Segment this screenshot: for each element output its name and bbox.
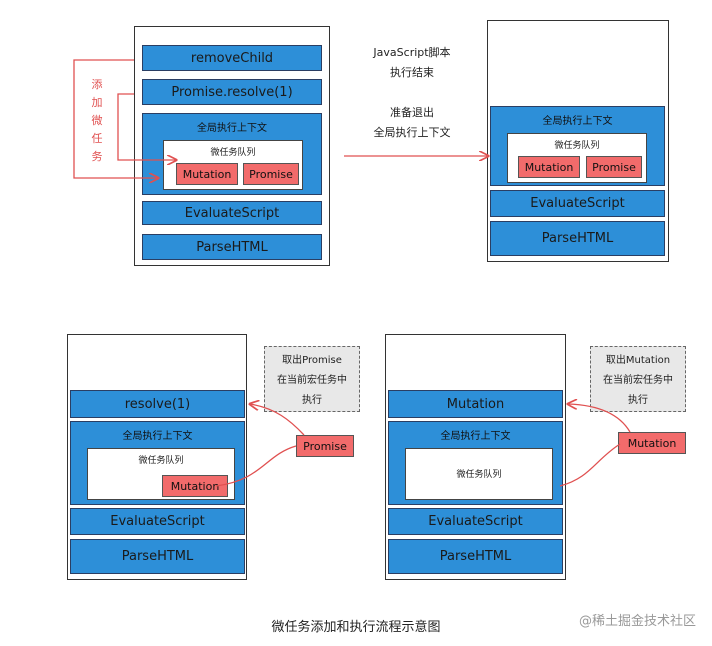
panel3-note: 取出Promise 在当前宏任务中 执行 <box>264 346 360 412</box>
panel3-tag-promise: Promise <box>296 435 354 457</box>
panel2-task-promise: Promise <box>586 156 642 178</box>
panel2-task-mutation: Mutation <box>518 156 580 178</box>
panel4-global-context-title: 全局执行上下文 <box>440 431 511 442</box>
panel1-task-promise: Promise <box>243 163 299 185</box>
panel2-microtask-queue: 微任务队列 Mutation Promise <box>507 133 647 183</box>
panel1-microtask-queue-title: 微任务队列 <box>210 148 256 158</box>
panel1-global-context: 全局执行上下文 微任务队列 Mutation Promise <box>142 113 322 195</box>
panel3-block-resolve: resolve(1) <box>70 390 245 418</box>
transition-line2: 执行结束 <box>390 66 434 79</box>
panel1-block-evaluatescript: EvaluateScript <box>142 201 322 225</box>
panel3-note-line3: 执行 <box>302 395 322 406</box>
panel1-block-promise-resolve: Promise.resolve(1) <box>142 79 322 105</box>
panel3-microtask-queue: 微任务队列 Mutation <box>87 448 235 500</box>
panel4-block-mutation: Mutation <box>388 390 563 418</box>
panel2-block-parsehtml: ParseHTML <box>490 221 665 256</box>
panel4-microtask-queue-title: 微任务队列 <box>456 470 502 480</box>
panel4-block-evaluatescript: EvaluateScript <box>388 508 563 535</box>
panel4-note-line1: 取出Mutation <box>605 355 671 366</box>
panel1-block-parsehtml: ParseHTML <box>142 234 322 260</box>
panel1-microtask-queue: 微任务队列 Mutation Promise <box>163 140 303 190</box>
watermark: @稀土掘金技术社区 <box>578 614 696 629</box>
panel2-global-context-title: 全局执行上下文 <box>542 116 613 127</box>
panel4-block-parsehtml: ParseHTML <box>388 539 563 574</box>
panel1-block-removechild: removeChild <box>142 45 322 71</box>
panel4-call-stack: Mutation 全局执行上下文 微任务队列 EvaluateScript Pa… <box>385 334 566 580</box>
panel4-tag-mutation: Mutation <box>618 432 686 454</box>
panel3-global-context: 全局执行上下文 微任务队列 Mutation <box>70 421 245 505</box>
panel1-global-context-title: 全局执行上下文 <box>197 123 267 134</box>
transition-line1: JavaScript脚本 <box>373 46 451 59</box>
panel1-call-stack: removeChild Promise.resolve(1) 全局执行上下文 微… <box>134 26 330 266</box>
transition-line4: 全局执行上下文 <box>373 126 451 139</box>
panel2-block-evaluatescript: EvaluateScript <box>490 190 665 217</box>
panel4-global-context: 全局执行上下文 微任务队列 <box>388 421 563 505</box>
panel1-side-label: 添加微任务 <box>91 78 103 163</box>
panel3-block-parsehtml: ParseHTML <box>70 539 245 574</box>
panel3-note-line2: 在当前宏任务中 <box>277 375 347 386</box>
panel4-note-line3: 执行 <box>628 395 648 406</box>
panel3-microtask-queue-title: 微任务队列 <box>138 456 184 466</box>
panel3-note-line1: 取出Promise <box>282 355 342 366</box>
panel4-tag-to-queue-arrow <box>559 443 621 487</box>
panel3-block-evaluatescript: EvaluateScript <box>70 508 245 535</box>
panel3-task-mutation: Mutation <box>162 475 228 497</box>
panel4-note-line2: 在当前宏任务中 <box>603 375 673 386</box>
panel3-call-stack: resolve(1) 全局执行上下文 微任务队列 Mutation Evalua… <box>67 334 247 580</box>
diagram-caption: 微任务添加和执行流程示意图 <box>271 620 441 635</box>
panel4-note: 取出Mutation 在当前宏任务中 执行 <box>590 346 686 412</box>
panel2-microtask-queue-title: 微任务队列 <box>554 141 600 151</box>
panel1-task-mutation: Mutation <box>176 163 238 185</box>
panel3-global-context-title: 全局执行上下文 <box>122 431 193 442</box>
panel2-call-stack: 全局执行上下文 微任务队列 Mutation Promise EvaluateS… <box>487 20 669 262</box>
panel4-microtask-queue: 微任务队列 <box>405 448 553 500</box>
transition-line3: 准备退出 <box>390 106 434 119</box>
panel2-global-context: 全局执行上下文 微任务队列 Mutation Promise <box>490 106 665 186</box>
